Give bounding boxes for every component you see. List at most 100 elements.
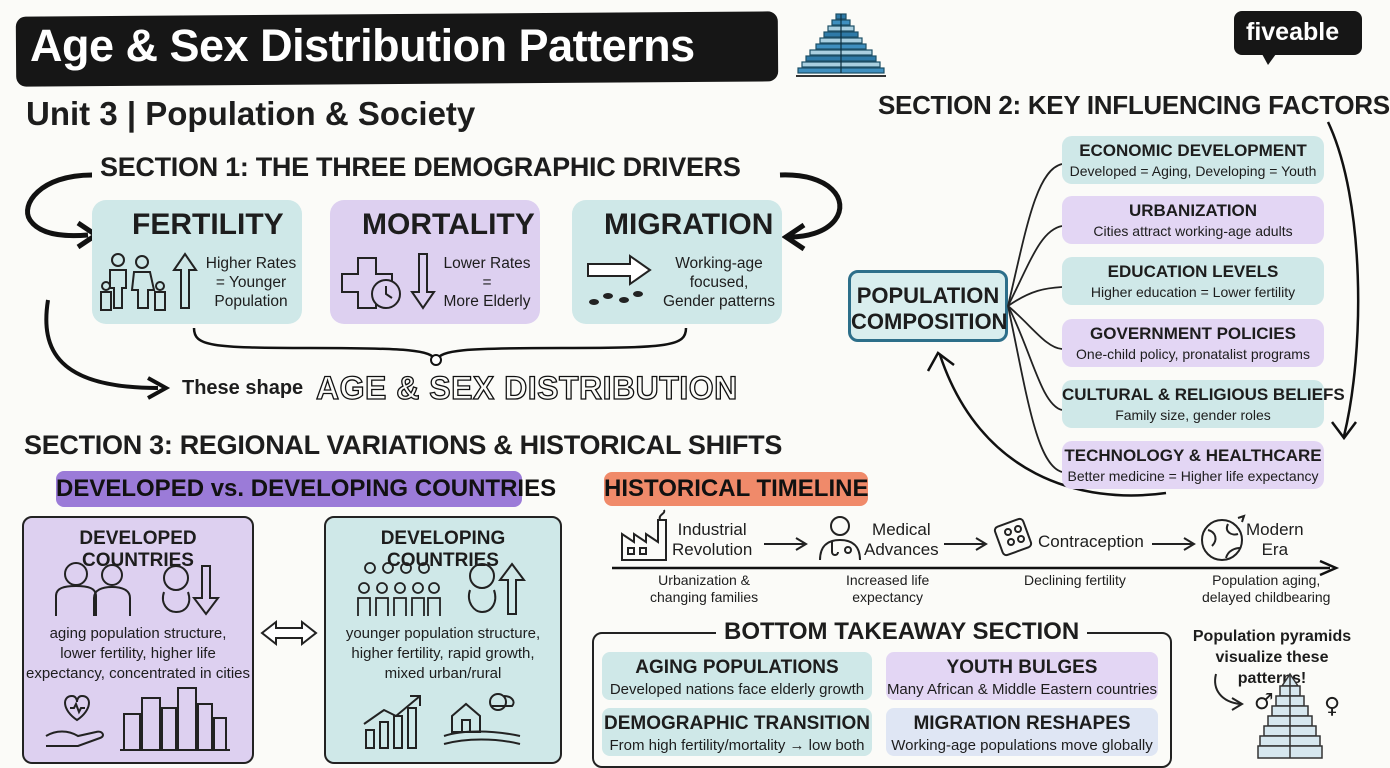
factor-title: GOVERNMENT POLICIES xyxy=(1090,324,1296,343)
factor-technology-healthcare: TECHNOLOGY & HEALTHCARE Better medicine … xyxy=(1062,441,1324,489)
section3-heading: SECTION 3: REGIONAL VARIATIONS & HISTORI… xyxy=(24,430,783,460)
section1-right-curved-arrow xyxy=(779,172,843,252)
factor-government-policies: GOVERNMENT POLICIES One-child policy, pr… xyxy=(1062,319,1324,367)
timeline-label-medical: Medical Advances xyxy=(864,520,939,560)
timeline-label-contraception: Contraception xyxy=(1038,532,1144,552)
developing-text-line: higher fertility, rapid growth, xyxy=(351,645,535,662)
timeline-sub-line: expectancy xyxy=(852,589,924,605)
fertility-card: FERTILITY Higher Rates = Younger Populat… xyxy=(92,200,302,324)
shape-text: These shape xyxy=(182,377,304,399)
migration-card: MIGRATION Working-age focused, Gender pa… xyxy=(572,200,782,324)
drivers-brace xyxy=(192,327,688,366)
population-composition-box: POPULATION COMPOSITION xyxy=(848,270,1008,342)
developed-countries-box: DEVELOPED COUNTRIES aging population str… xyxy=(22,516,254,764)
heart-hand-icon xyxy=(45,694,104,747)
developing-title: DEVELOPING COUNTRIES xyxy=(380,528,506,571)
factor-title: EDUCATION LEVELS xyxy=(1107,262,1279,281)
factors-right-arrow xyxy=(1326,121,1360,441)
mortality-text: Lower Rates = More Elderly xyxy=(434,254,540,311)
timeline-axis xyxy=(612,559,1340,577)
migration-text-line: Gender patterns xyxy=(662,293,775,310)
takeaway-desc: Working-age populations move globally xyxy=(891,737,1153,754)
factor-title: URBANIZATION xyxy=(1128,201,1258,220)
family-icon xyxy=(100,253,166,311)
takeaway-demographic-transition: DEMOGRAPHIC TRANSITION From high fertili… xyxy=(602,708,872,756)
timeline-label-line: Modern xyxy=(1246,520,1304,539)
factor-connectors xyxy=(1007,163,1063,473)
pill-pack-icon xyxy=(993,517,1033,557)
mortality-text-line: = xyxy=(482,274,492,291)
fertility-text-line: Population xyxy=(214,293,288,310)
footprints-arrow-icon xyxy=(587,254,652,305)
takeaway-desc: Many African & Middle Eastern countries xyxy=(886,681,1158,698)
population-pyramid-icon xyxy=(796,13,886,77)
growth-chart-icon xyxy=(363,695,421,749)
takeaway-migration-reshapes: MIGRATION RESHAPES Working-age populatio… xyxy=(886,708,1158,756)
baby-up-arrow-icon xyxy=(468,562,526,615)
factor-title: ECONOMIC DEVELOPMENT xyxy=(1079,141,1307,160)
developed-text-line: expectancy, concentrated in cities xyxy=(25,665,250,682)
migration-text-line: focused, xyxy=(689,274,749,291)
unit-subtitle: Unit 3 | Population & Society xyxy=(26,95,476,132)
timeline-label-line: Era xyxy=(1261,540,1289,559)
timeline-label-industrial: Industrial Revolution xyxy=(672,520,752,560)
takeaway-title: DEMOGRAPHIC TRANSITION xyxy=(604,713,870,734)
factor-desc: One-child policy, pronatalist programs xyxy=(1076,346,1310,362)
shape-emphasis: AGE & SEX DISTRIBUTION xyxy=(315,369,738,406)
female-symbol: ♀ xyxy=(1324,694,1341,719)
takeaway-youth-bulges: YOUTH BULGES Many African & Middle Easte… xyxy=(886,652,1158,700)
globe-icon xyxy=(1201,514,1246,561)
fertility-title: FERTILITY xyxy=(132,208,284,241)
fertility-text-line: Higher Rates xyxy=(205,255,297,272)
factor-title: CULTURAL & RELIGIOUS BELIEFS xyxy=(1062,385,1345,404)
shape-arrow xyxy=(44,299,171,400)
timeline-sub-line: Declining fertility xyxy=(1024,572,1126,588)
developed-vs-developing-badge: DEVELOPED vs. DEVELOPING COUNTRIES xyxy=(56,471,556,507)
population-pyramid-small-icon xyxy=(1257,672,1323,759)
migration-text-line: Working-age xyxy=(675,255,763,272)
pyramid-note-line: Population pyramids xyxy=(1192,628,1352,645)
factor-desc: Cities attract working-age adults xyxy=(1093,223,1293,239)
mortality-text-line: More Elderly xyxy=(443,293,531,310)
developing-countries-box: DEVELOPING COUNTRIES younger population … xyxy=(324,516,562,764)
section2-heading: SECTION 2: KEY INFLUENCING FACTORS xyxy=(878,90,1390,120)
timeline-step-arrow xyxy=(764,537,808,551)
mortality-text-line: Lower Rates xyxy=(443,255,531,272)
brand-logo-tail xyxy=(1262,54,1276,65)
timeline-step-arrow xyxy=(1152,537,1196,551)
factor-desc: Developed = Aging, Developing = Youth xyxy=(1069,163,1317,179)
pyramid-note-arrow xyxy=(1214,673,1244,711)
mortality-card: MORTALITY Lower Rates = More Elderly xyxy=(330,200,540,324)
takeaway-aging-populations: AGING POPULATIONS Developed nations face… xyxy=(602,652,872,700)
historical-timeline-badge: HISTORICAL TIMELINE xyxy=(604,472,868,506)
timeline-sub-line: changing families xyxy=(650,589,759,605)
timeline-sub-line: Increased life xyxy=(846,572,930,588)
timeline-sub-contraception: Declining fertility xyxy=(1024,572,1126,589)
fertility-text-line: = Younger xyxy=(215,274,287,291)
developing-text: younger population structure, higher fer… xyxy=(326,624,560,684)
developing-text-line: younger population structure, xyxy=(345,625,541,642)
timeline-sub-line: delayed childbearing xyxy=(1202,589,1331,605)
timeline-label-line: Medical xyxy=(872,520,931,539)
migration-text: Working-age focused, Gender patterns xyxy=(654,254,784,311)
city-skyline-icon xyxy=(120,687,230,751)
factor-urbanization: URBANIZATION Cities attract working-age … xyxy=(1062,196,1324,244)
compare-double-arrow xyxy=(260,619,318,647)
timeline-sub-medical: Increased life expectancy xyxy=(846,572,929,606)
timeline-sub-line: Population aging, xyxy=(1212,572,1321,588)
developed-text: aging population structure, lower fertil… xyxy=(24,624,252,684)
takeaway-title: MIGRATION RESHAPES xyxy=(913,713,1131,734)
takeaway-heading: BOTTOM TAKEAWAY SECTION xyxy=(716,618,1088,646)
section1-heading: SECTION 1: THE THREE DEMOGRAPHIC DRIVERS xyxy=(100,152,741,182)
factor-cultural-religious: CULTURAL & RELIGIOUS BELIEFS Family size… xyxy=(1062,380,1345,428)
mortality-down-arrow-icon xyxy=(410,253,436,310)
timeline-sub-industrial: Urbanization & changing families xyxy=(650,572,758,606)
timeline-label-line: Advances xyxy=(864,540,939,559)
brand-logo: fiveable xyxy=(1234,11,1362,55)
developed-text-line: aging population structure, xyxy=(49,625,227,642)
factory-icon xyxy=(621,509,667,561)
page-title: Age & Sex Distribution Patterns xyxy=(30,20,695,71)
takeaway-desc: Developed nations face elderly growth xyxy=(609,681,865,698)
fertility-up-arrow-icon xyxy=(172,252,198,309)
timeline-sub-line: Urbanization & xyxy=(658,572,750,588)
